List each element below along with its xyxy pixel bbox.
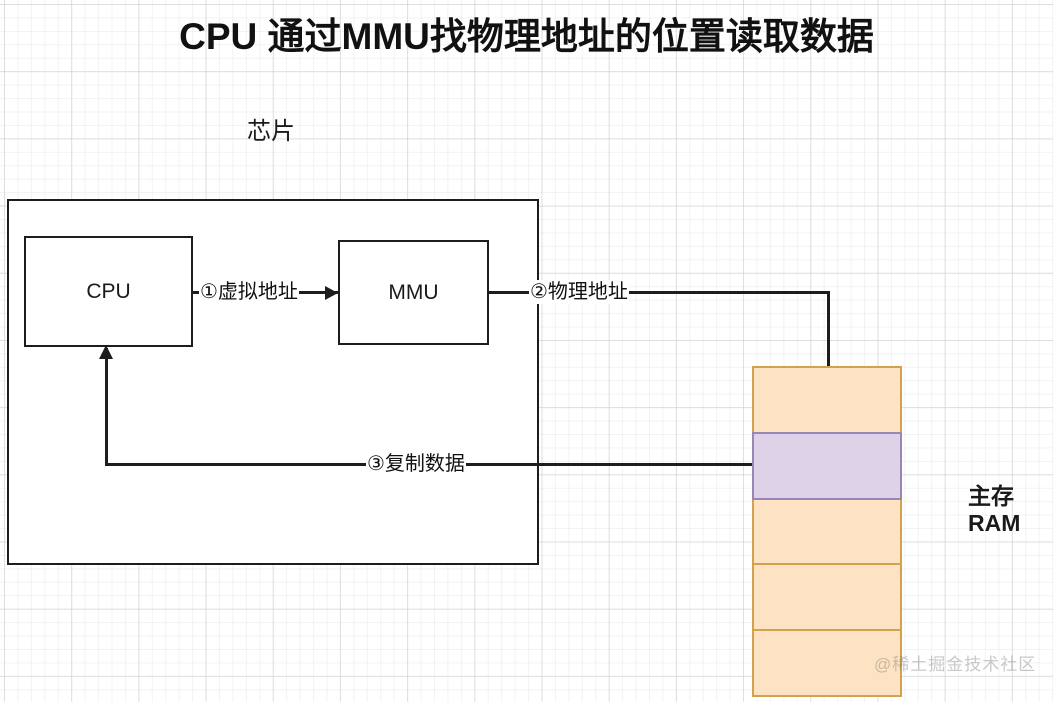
ram-label: 主存 RAM (968, 483, 1020, 537)
step1-arrowhead-icon (325, 285, 338, 300)
step2-connector-vertical (827, 291, 830, 419)
step2-connector-horizontal (489, 291, 830, 294)
ram-label-line1: 主存 (968, 483, 1014, 509)
cpu-box[interactable]: CPU (24, 236, 193, 347)
ram-block[interactable] (752, 366, 902, 697)
step2-label: ②物理地址 (529, 280, 629, 304)
ram-cell-5[interactable] (752, 629, 902, 697)
mmu-box-label: MMU (388, 280, 439, 304)
page-title: CPU 通过MMU找物理地址的位置读取数据 (179, 16, 874, 57)
cpu-box-label: CPU (86, 279, 131, 303)
step3-label: ③复制数据 (366, 452, 466, 476)
ram-cell-1[interactable] (752, 366, 902, 434)
chip-label: 芯片 (247, 118, 295, 145)
ram-cell-4[interactable] (752, 563, 902, 632)
step1-label: ①虚拟地址 (199, 280, 299, 304)
ram-cell-3[interactable] (752, 497, 902, 566)
mmu-box[interactable]: MMU (338, 240, 489, 345)
step3-connector-vertical (105, 348, 108, 465)
ram-label-line2: RAM (968, 510, 1021, 537)
watermark: @稀土掘金技术社区 (874, 655, 1037, 674)
step3-arrowhead-icon (99, 345, 113, 359)
ram-cell-2-target[interactable] (752, 431, 902, 500)
